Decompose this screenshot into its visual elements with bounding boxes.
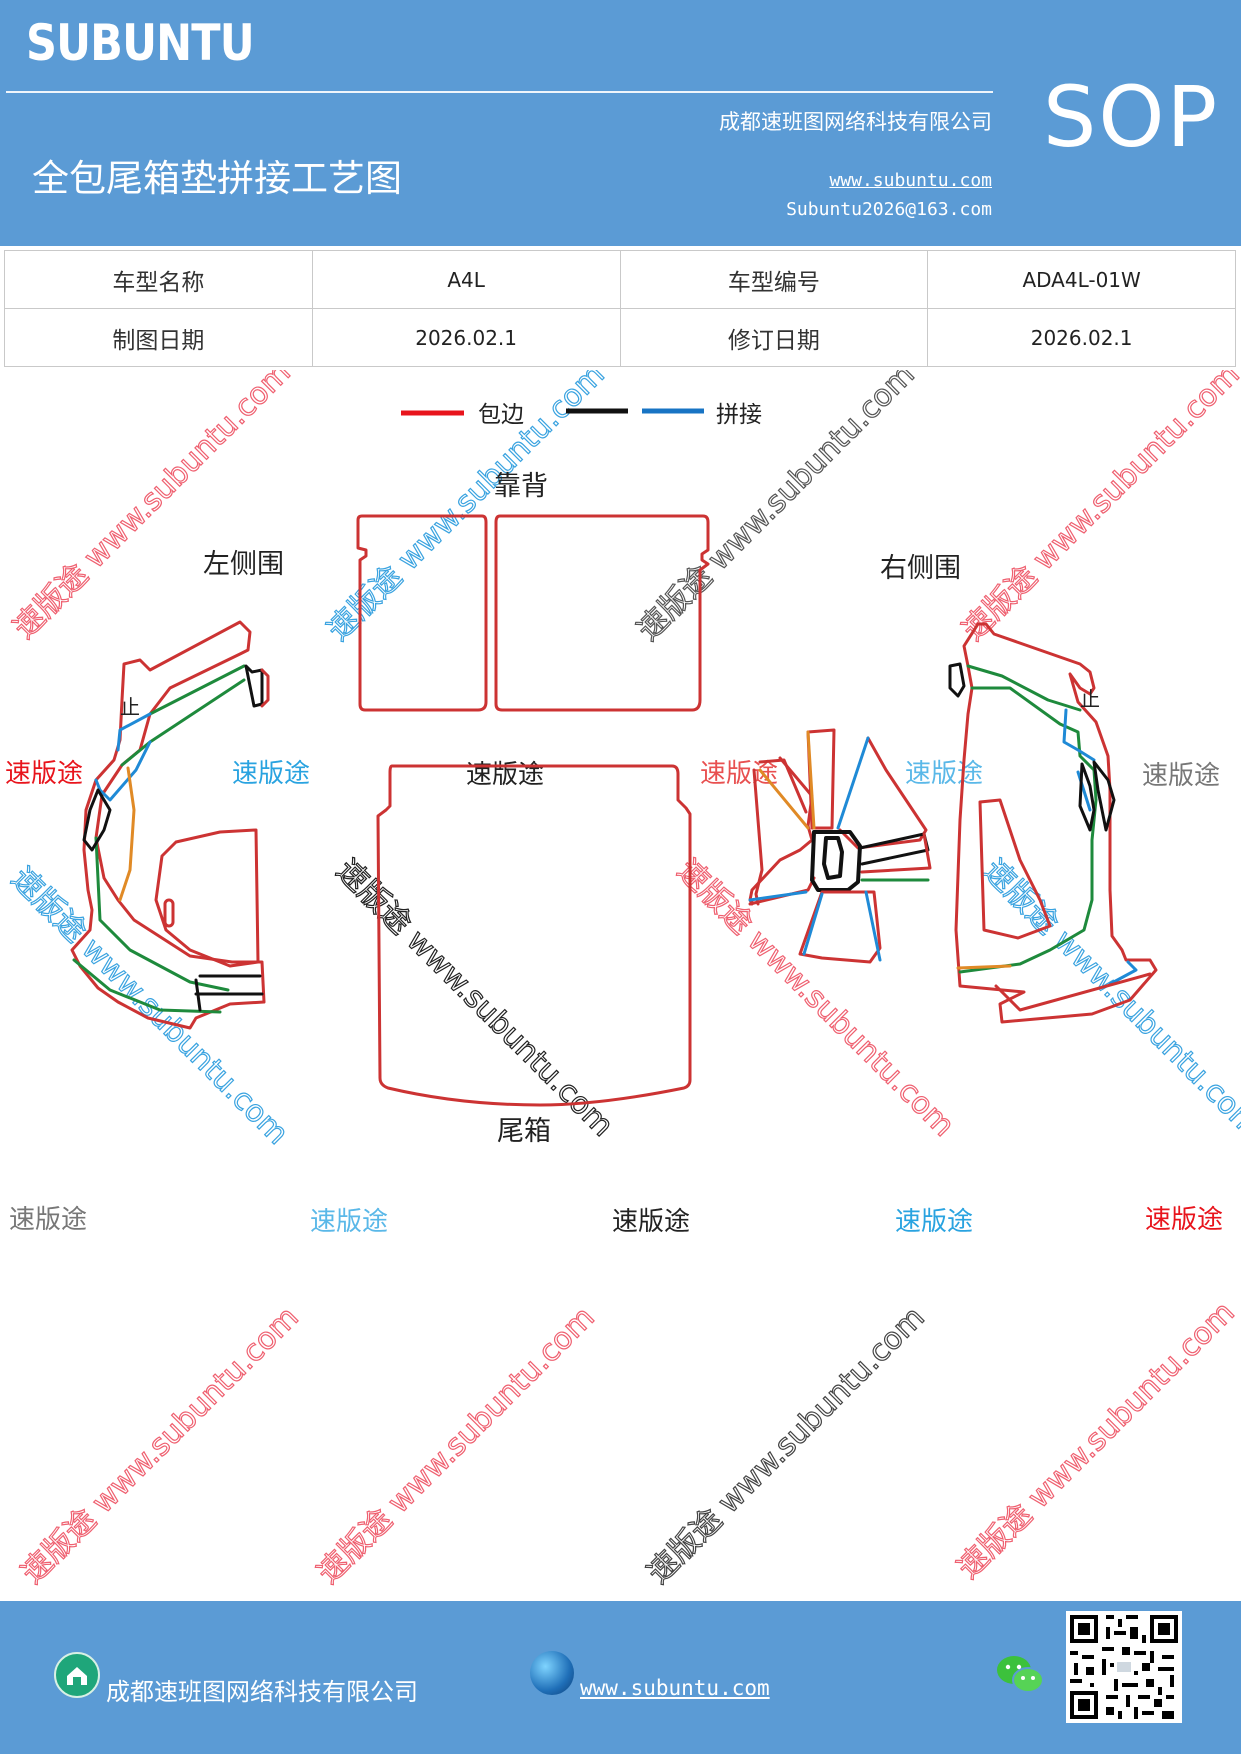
backrest-right-panel bbox=[494, 514, 710, 712]
trunk-floor-panel bbox=[376, 764, 692, 1107]
table-row: 车型名称 A4L 车型编号 ADA4L-01W bbox=[4, 250, 1236, 309]
table-row: 制图日期 2026.02.1 修订日期 2026.02.1 bbox=[4, 308, 1236, 367]
watermark-brand: 速版途 bbox=[1142, 761, 1220, 791]
watermark-diagonal: 速版途 www.subuntu.com bbox=[976, 853, 1241, 1144]
watermark-brand: 速版途 bbox=[9, 1205, 87, 1235]
vehicle-info-table: 车型名称 A4L 车型编号 ADA4L-01W 制图日期 2026.02.1 修… bbox=[4, 250, 1236, 367]
footer-banner: 成都速班图网络科技有限公司 www.subuntu.com bbox=[0, 1601, 1241, 1754]
footer-website-link[interactable]: www.subuntu.com bbox=[580, 1676, 770, 1700]
header-divider bbox=[6, 91, 993, 93]
right-stop-mark: 止 bbox=[1080, 687, 1100, 711]
left-side-label: 左侧围 bbox=[203, 549, 284, 580]
brand-logo: SUBUNTU bbox=[26, 14, 255, 72]
watermark-brand-row: 速版途 速版途 速版途 速版途 速版途 速版途 速版途 速版途 速版途 速版途 bbox=[5, 759, 1223, 1237]
left-stop-mark: 止 bbox=[120, 695, 140, 719]
watermark-diagonal: 速版途 www.subuntu.com bbox=[641, 1300, 932, 1591]
watermark-diagonal: 速版途 www.subuntu.com bbox=[311, 1300, 602, 1591]
header-banner: SUBUNTU 全包尾箱垫拼接工艺图 成都速班图网络科技有限公司 www.sub… bbox=[0, 0, 1241, 246]
watermark-diagonal: 速版途 www.subuntu.com bbox=[7, 370, 298, 646]
watermark-brand: 速版途 bbox=[1145, 1205, 1223, 1235]
draw-date-value: 2026.02.1 bbox=[311, 308, 621, 367]
home-icon bbox=[54, 1652, 100, 1698]
left-side-panel bbox=[70, 620, 270, 1030]
watermark-brand: 速版途 bbox=[5, 759, 83, 789]
revise-date-value: 2026.02.1 bbox=[927, 308, 1236, 367]
model-code-label: 车型编号 bbox=[619, 250, 929, 309]
wechat-icon[interactable] bbox=[995, 1653, 1045, 1697]
watermark-diagonal: 速版途 www.subuntu.com bbox=[15, 1300, 306, 1591]
model-code-value: ADA4L-01W bbox=[927, 250, 1236, 309]
watermark-brand: 速版途 bbox=[612, 1207, 690, 1237]
revise-date-label: 修订日期 bbox=[619, 308, 929, 367]
legend-splice-label: 拼接 bbox=[716, 402, 762, 428]
legend: 包边 拼接 bbox=[401, 402, 762, 428]
watermark-diagonal: 速版途 www.subuntu.com bbox=[329, 853, 620, 1144]
right-side-panel bbox=[948, 622, 1158, 1024]
globe-icon bbox=[530, 1651, 574, 1695]
watermark-brand: 速版途 bbox=[895, 1207, 973, 1237]
watermark-brand: 速版途 bbox=[905, 759, 983, 789]
legend-wrap-label: 包边 bbox=[478, 402, 524, 428]
model-name-value: A4L bbox=[311, 250, 621, 309]
footer-company-name: 成都速班图网络科技有限公司 bbox=[106, 1678, 418, 1706]
watermark-brand: 速版途 bbox=[700, 759, 778, 789]
right-side-label: 右侧围 bbox=[880, 553, 961, 584]
watermark-diagonal: 速版途 www.subuntu.com bbox=[956, 370, 1241, 648]
pattern-diagram: 速版途 www.subuntu.com 速版途 www.subuntu.com … bbox=[4, 370, 1241, 1591]
backrest-left-panel bbox=[356, 514, 488, 712]
model-name-label: 车型名称 bbox=[4, 250, 313, 309]
watermark-brand: 速版途 bbox=[232, 759, 310, 789]
email-address: Subuntu2026@163.com bbox=[786, 199, 992, 220]
backrest-label: 靠背 bbox=[494, 471, 548, 502]
watermark-brand: 速版途 bbox=[310, 1207, 388, 1237]
trunk-label: 尾箱 bbox=[497, 1116, 551, 1147]
website-link[interactable]: www.subuntu.com bbox=[829, 170, 992, 191]
watermark-diagonal: 速版途 www.subuntu.com bbox=[951, 1295, 1241, 1586]
qr-code bbox=[1066, 1611, 1182, 1723]
watermark-diagonal: 速版途 www.subuntu.com bbox=[670, 853, 961, 1144]
middle-small-pieces bbox=[748, 728, 932, 964]
sop-badge: SOP bbox=[1043, 68, 1220, 166]
company-name: 成都速班图网络科技有限公司 bbox=[719, 110, 992, 134]
draw-date-label: 制图日期 bbox=[4, 308, 313, 367]
page-title: 全包尾箱垫拼接工艺图 bbox=[32, 157, 402, 200]
